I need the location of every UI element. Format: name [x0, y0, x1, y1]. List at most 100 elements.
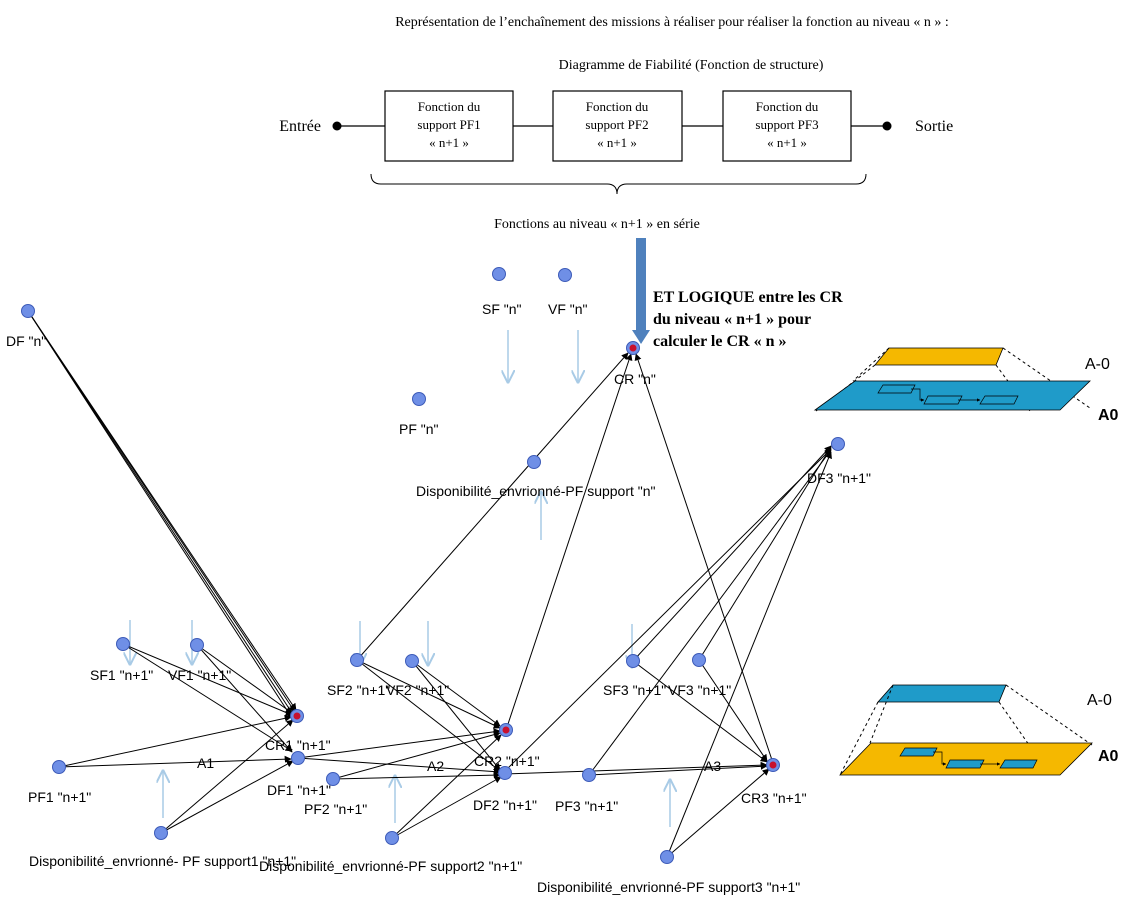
diagram-subtitle: Diagramme de Fiabilité (Fonction de stru… [559, 58, 824, 73]
edge [504, 448, 832, 772]
edge [58, 714, 292, 768]
edge [122, 643, 293, 752]
node-disp-n[interactable] [527, 455, 541, 469]
edge [27, 310, 297, 711]
edge [505, 353, 633, 731]
label-sf1: SF1 "n+1" [90, 667, 153, 683]
function-box-pf1: Fonction du support PF1 « n+1 » [384, 90, 514, 162]
box-line: support PF1 [417, 117, 480, 132]
output-terminal [882, 121, 892, 131]
plane-stack-bottom: A-0 A0 [839, 684, 1119, 776]
node-sf2[interactable] [350, 653, 364, 667]
node-pf-n[interactable] [412, 392, 426, 406]
label-df2: DF2 "n+1" [473, 797, 537, 813]
cr-node-1[interactable] [290, 709, 304, 723]
label-vf3: VF3 "n+1" [668, 682, 731, 698]
box-line: support PF3 [755, 117, 818, 132]
edge [391, 734, 502, 839]
input-terminal [332, 121, 342, 131]
edge [356, 352, 629, 661]
box-line: support PF2 [585, 117, 648, 132]
node-vf-n[interactable] [558, 268, 572, 282]
label-vf-n: VF "n" [548, 301, 588, 317]
edge [297, 728, 501, 759]
edge [160, 760, 294, 834]
node-vf1[interactable] [190, 638, 204, 652]
cr-node-3[interactable] [766, 758, 780, 772]
light-arrows [130, 330, 670, 827]
edge [391, 776, 502, 839]
box-line: « n+1 » [597, 135, 637, 150]
label-vf2: VF2 "n+1" [386, 682, 449, 698]
edge [505, 761, 768, 775]
edge [196, 644, 293, 714]
box-line: Fonction du [418, 99, 481, 114]
label-df1: DF1 "n+1" [267, 782, 331, 798]
nodes [21, 267, 845, 864]
plane-stack-top: A-0 A0 [813, 347, 1119, 424]
label-cr-n: CR "n" [614, 371, 656, 387]
box-line: Fonction du [756, 99, 819, 114]
node-labels: DF "n" SF "n" VF "n" PF "n" CR "n" Dispo… [6, 301, 871, 895]
node-vf3[interactable] [692, 653, 706, 667]
label-pf-n: PF "n" [399, 421, 439, 437]
node-df3-n1[interactable] [831, 437, 845, 451]
edge [666, 768, 770, 858]
cr-node-2[interactable] [499, 723, 513, 737]
node-sf3[interactable] [626, 654, 640, 668]
edge [634, 353, 774, 764]
edge [356, 659, 501, 729]
label-disp3: Disponibilité_envrionné-PF support3 "n+1… [537, 879, 800, 895]
edge-label-a2: A2 [427, 758, 444, 774]
label-vf1: VF1 "n+1" [168, 667, 231, 683]
node-df2[interactable] [498, 766, 512, 780]
box-line: Fonction du [586, 99, 649, 114]
edge [411, 660, 501, 771]
edge [666, 451, 832, 858]
cr-node-n[interactable] [626, 341, 640, 355]
plane-a-minus-0-top [874, 347, 1004, 366]
node-pf3[interactable] [582, 768, 596, 782]
node-df-n[interactable] [21, 304, 35, 318]
node-vf2[interactable] [405, 654, 419, 668]
node-pf2[interactable] [326, 772, 340, 786]
label-a-minus-0-bottom: A-0 [1087, 692, 1112, 709]
edge [27, 310, 295, 717]
function-box-pf2: Fonction du support PF2 « n+1 » [552, 90, 683, 162]
node-sf-n[interactable] [492, 267, 506, 281]
edge [58, 755, 292, 768]
output-label: Sortie [915, 118, 953, 135]
label-pf2: PF2 "n+1" [304, 801, 367, 817]
label-cr3: CR3 "n+1" [741, 790, 807, 806]
series-caption: Fonctions au niveau « n+1 » en série [494, 217, 700, 232]
label-a0-bottom: A0 [1098, 748, 1119, 765]
edge [122, 643, 293, 716]
edge-label-a1: A1 [197, 755, 214, 771]
edge [632, 660, 768, 763]
series-brace [370, 173, 867, 195]
edge [588, 449, 832, 776]
edge [698, 659, 768, 762]
node-df1[interactable] [291, 751, 305, 765]
label-disp1: Disponibilité_envrionné- PF support1 "n+… [29, 853, 296, 869]
label-disp-n: Disponibilité_envrionné-PF support "n" [416, 483, 656, 499]
label-sf-n: SF "n" [482, 301, 522, 317]
logic-note-line3: calculer le CR « n » [653, 333, 786, 350]
node-disp1[interactable] [154, 826, 168, 840]
logic-note-line1: ET LOGIQUE entre les CR [653, 289, 843, 306]
reliability-block-diagram: Entrée Sortie Fonction du support PF1 « … [279, 90, 953, 232]
box-line: « n+1 » [767, 135, 807, 150]
node-disp2[interactable] [385, 831, 399, 845]
label-pf3: PF3 "n+1" [555, 798, 618, 814]
label-cr2: CR2 "n+1" [474, 753, 540, 769]
node-pf1[interactable] [52, 760, 66, 774]
node-disp3[interactable] [660, 850, 674, 864]
edge [588, 762, 768, 776]
function-box-pf3: Fonction du support PF3 « n+1 » [722, 90, 852, 162]
edge [160, 719, 294, 834]
label-disp2: Disponibilité_envrionné-PF support2 "n+1… [259, 858, 522, 874]
label-cr1: CR1 "n+1" [265, 737, 331, 753]
node-sf1[interactable] [116, 637, 130, 651]
label-df3: DF3 "n+1" [807, 470, 871, 486]
edge-label-a3: A3 [704, 758, 721, 774]
